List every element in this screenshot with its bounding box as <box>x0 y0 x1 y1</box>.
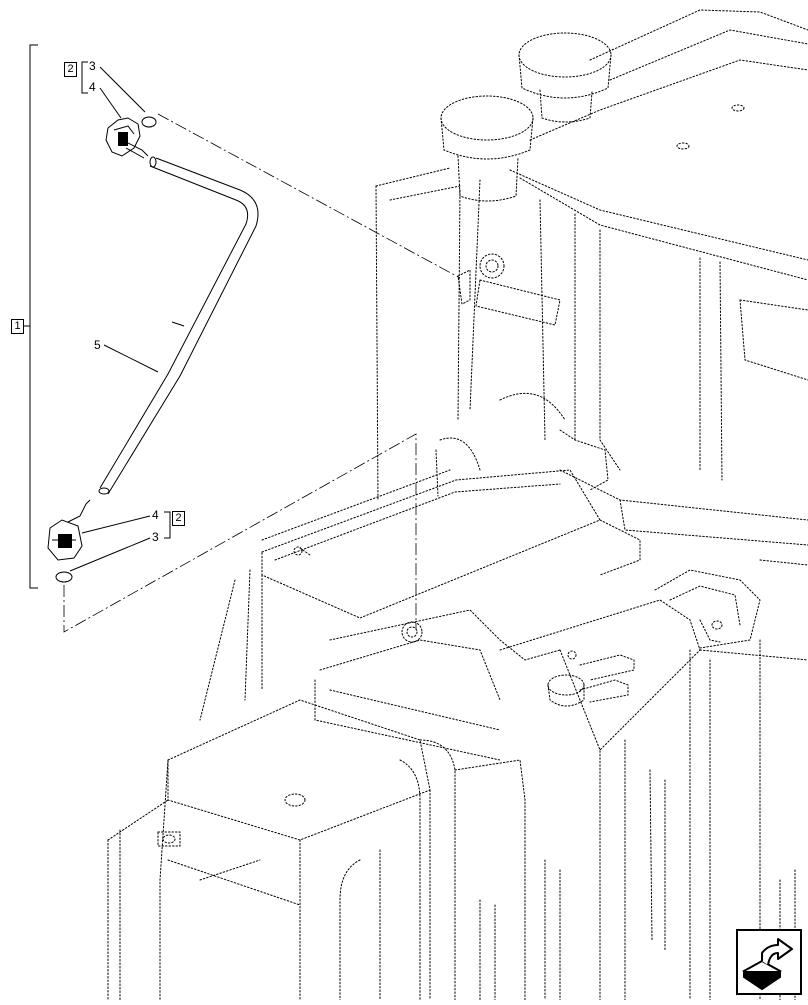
callout-kit-bottom: 2 <box>172 511 185 526</box>
leader-lines <box>69 66 159 572</box>
assembly-bracket <box>22 44 38 589</box>
kit-bracket-bottom <box>164 511 171 539</box>
next-page-arrow-icon <box>742 938 793 991</box>
callout-assembly: 1 <box>11 319 24 334</box>
kit-bracket-top <box>81 61 88 94</box>
callout-hose: 5 <box>94 338 101 352</box>
callout-connector-bottom: 4 <box>152 508 159 522</box>
tank-body <box>107 9 808 1001</box>
next-page-button[interactable] <box>736 929 802 995</box>
o-ring-top <box>141 116 157 128</box>
callout-oring-top: 3 <box>89 59 96 73</box>
callout-connector-top: 4 <box>89 80 96 94</box>
hose <box>98 156 259 495</box>
callout-kit-top: 2 <box>64 62 77 77</box>
connector-top <box>105 117 149 159</box>
callout-oring-bottom: 3 <box>152 530 159 544</box>
connector-bottom <box>47 499 91 561</box>
o-ring-bottom <box>55 571 73 583</box>
installation-path-lines <box>63 113 461 633</box>
